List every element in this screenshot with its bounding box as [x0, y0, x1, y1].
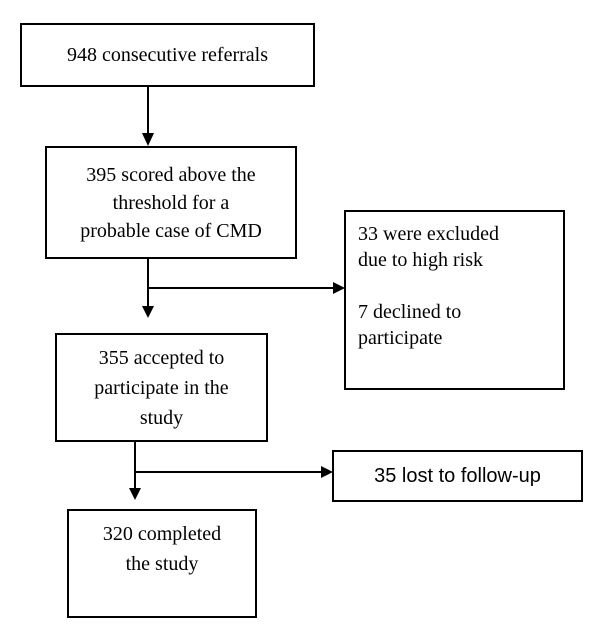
excluded-line-2: due to high risk — [358, 249, 483, 271]
accepted-line-3: study — [139, 406, 184, 429]
completed-box: 320 completed the study — [67, 509, 257, 618]
arrowhead-down-threshold — [142, 133, 154, 146]
referrals-box: 948 consecutive referrals — [20, 23, 315, 87]
accepted-box: 355 accepted to participate in the study — [55, 333, 268, 442]
excluded-box: 33 were excluded due to high risk 7 decl… — [344, 210, 565, 390]
completed-line-2: the study — [125, 553, 199, 575]
completed-line-1: 320 completed — [102, 523, 222, 545]
lost-text: 35 lost to follow-up — [374, 464, 541, 487]
accepted-line-1: 355 accepted to — [98, 346, 225, 369]
declined-line-2: participate — [358, 327, 443, 349]
lost-to-followup-box: 35 lost to follow-up — [332, 450, 583, 502]
accepted-line-2: participate in the — [94, 376, 229, 399]
declined-paragraph: 7 declined to participate — [358, 299, 555, 351]
threshold-box: 395 scored above the threshold for a pro… — [45, 146, 297, 259]
excluded-paragraph: 33 were excluded due to high risk — [358, 221, 555, 273]
referrals-text: 948 consecutive referrals — [66, 43, 268, 66]
arrowhead-down-completed — [129, 488, 141, 500]
arrowhead-down-accepted — [142, 306, 154, 318]
threshold-line-2: threshold for a — [112, 191, 230, 214]
threshold-line-1: 395 scored above the — [86, 163, 256, 186]
excluded-line-1: 33 were excluded — [358, 223, 500, 245]
threshold-line-3: probable case of CMD — [80, 219, 262, 242]
declined-line-1: 7 declined to — [358, 301, 462, 323]
